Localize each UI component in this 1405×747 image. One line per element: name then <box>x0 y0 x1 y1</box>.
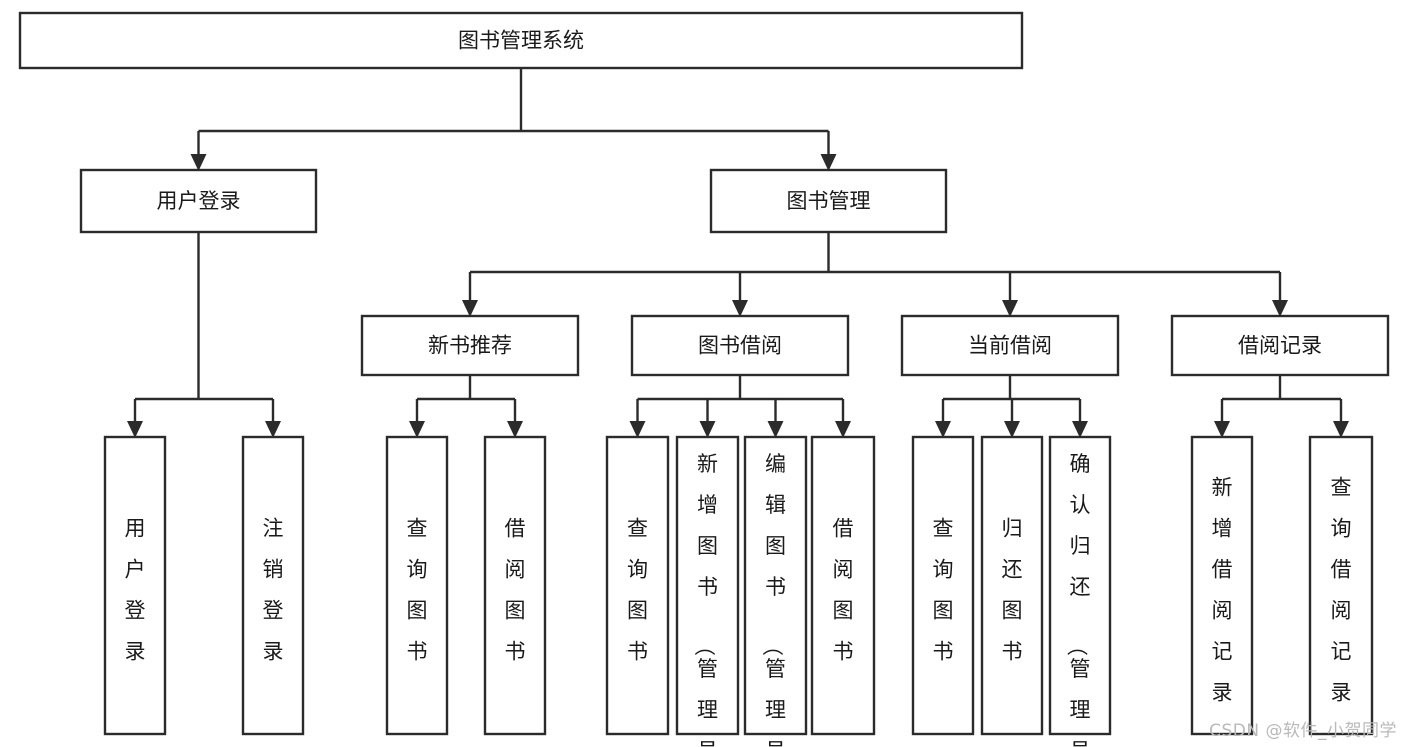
leaf-box[interactable] <box>980 435 1044 736</box>
arrow-head-icon <box>127 421 143 438</box>
leaf-label: 借阅图书 <box>505 516 526 663</box>
node-box[interactable] <box>900 314 1120 377</box>
node-label: 当前借阅 <box>968 334 1052 358</box>
node-box[interactable] <box>1170 314 1390 377</box>
arrow-head-icon <box>699 421 716 438</box>
leaf-box[interactable] <box>103 435 167 736</box>
arrow-head-icon <box>1072 421 1088 438</box>
leaf-label: 归还图书 <box>1002 516 1023 663</box>
leaf-label: 确认归还（管理员） <box>1065 452 1091 747</box>
arrow-head-icon <box>732 300 748 317</box>
node-label: 新书推荐 <box>428 334 512 358</box>
arrow-head-icon <box>935 421 951 438</box>
leaf-box[interactable] <box>743 435 808 736</box>
arrow-head-icon <box>835 421 851 438</box>
leaf-label: 查询借阅记录 <box>1331 475 1352 704</box>
arrow-head-icon <box>629 421 646 438</box>
leaf-label: 用户登录 <box>125 516 146 663</box>
node-label: 用户登录 <box>157 189 241 213</box>
arrow-head-icon <box>820 154 837 171</box>
node-layer: 图书管理系统用户登录图书管理新书推荐图书借阅当前借阅借阅记录用户登录注销登录查询… <box>18 11 1390 747</box>
node-label: 借阅记录 <box>1238 334 1322 358</box>
node-box[interactable] <box>709 168 948 234</box>
arrow-head-icon <box>409 421 425 438</box>
leaf-box[interactable] <box>810 435 876 736</box>
watermark-label: CSDN @软件_小贺同学 <box>1209 721 1397 741</box>
leaf-box[interactable] <box>1048 435 1112 736</box>
arrow-head-icon <box>190 154 207 171</box>
node-box[interactable] <box>79 168 318 234</box>
arrow-head-icon <box>767 421 784 438</box>
leaf-box[interactable] <box>241 435 305 736</box>
leaf-label: 查询图书 <box>933 516 954 663</box>
leaf-label: 注销登录 <box>263 516 284 663</box>
leaf-label: 借阅图书 <box>833 516 854 663</box>
arrow-head-icon <box>1333 421 1349 438</box>
leaf-box[interactable] <box>1190 435 1254 736</box>
node-label: 图书管理系统 <box>458 29 584 53</box>
leaf-box[interactable] <box>675 435 740 736</box>
arrow-head-icon <box>1272 300 1288 317</box>
leaf-label: 新增借阅记录 <box>1212 475 1233 704</box>
leaf-label: 编辑图书（管理员） <box>760 452 786 747</box>
node-box[interactable] <box>18 11 1024 70</box>
node-label: 图书借阅 <box>698 334 782 358</box>
arrow-head-icon <box>507 421 523 438</box>
arrow-head-icon <box>1004 421 1020 438</box>
node-box[interactable] <box>630 314 850 377</box>
leaf-label: 新增图书（管理员） <box>692 452 718 747</box>
leaf-box[interactable] <box>1308 435 1374 736</box>
node-box[interactable] <box>360 314 580 377</box>
connector-layer <box>127 68 1349 438</box>
leaf-box[interactable] <box>483 435 547 736</box>
arrow-head-icon <box>265 421 281 438</box>
node-label: 图书管理 <box>787 189 871 213</box>
leaf-box[interactable] <box>605 435 670 736</box>
arrow-head-icon <box>1002 300 1018 317</box>
leaf-label: 查询图书 <box>627 516 648 663</box>
leaf-label: 查询图书 <box>407 516 428 663</box>
arrow-head-icon <box>462 300 478 317</box>
leaf-box[interactable] <box>911 435 975 736</box>
leaf-box[interactable] <box>385 435 449 736</box>
arrow-head-icon <box>1214 421 1230 438</box>
